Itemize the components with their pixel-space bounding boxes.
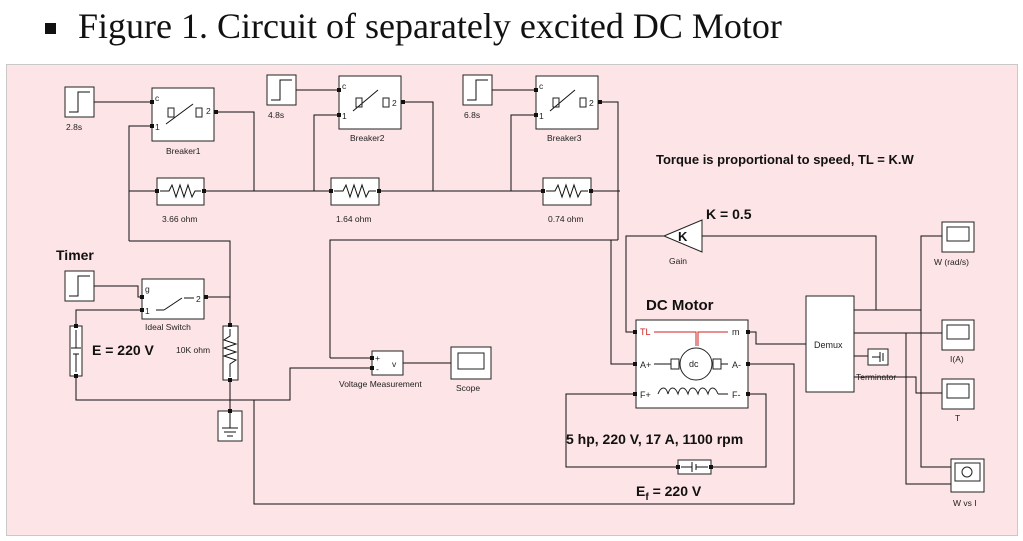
k-value-label: K = 0.5 [706,206,752,222]
resistor-r3[interactable]: 0.74 ohm [541,177,593,224]
dc-source-ef[interactable] [676,459,713,475]
dc-motor-label: DC Motor [646,297,714,314]
ground-icon[interactable] [217,409,243,442]
svg-text:F+: F+ [640,390,651,400]
svg-text:10K ohm: 10K ohm [176,345,210,355]
breaker-1[interactable]: c 1 2 Breaker1 [150,87,218,156]
svg-text:2: 2 [589,98,594,108]
step-block-3[interactable]: 6.8s [462,74,493,120]
svg-text:g: g [145,284,150,294]
svg-text:TL: TL [640,327,651,337]
xy-graph[interactable]: W vs I [950,458,985,508]
step-block-timer[interactable] [64,270,95,302]
svg-text:Scope: Scope [456,383,480,393]
resistor-r1[interactable]: 3.66 ohm [155,177,206,224]
svg-text:1: 1 [342,111,347,121]
svg-text:Voltage Measurement: Voltage Measurement [339,379,422,389]
svg-text:0.74 ohm: 0.74 ohm [548,214,583,224]
svg-text:Ideal Switch: Ideal Switch [145,322,191,332]
svg-text:2: 2 [392,98,397,108]
svg-text:-: - [376,364,379,374]
step-block-2[interactable]: 4.8s [266,74,297,120]
svg-text:v: v [392,359,397,369]
svg-text:I(A): I(A) [950,354,964,364]
bullet-icon [45,22,56,34]
motor-rating-label: 5 hp, 220 V, 17 A, 1100 rpm [566,431,743,447]
scope-i[interactable]: I(A) [941,319,975,364]
figure-heading: Figure 1. Circuit of separately excited … [45,2,782,50]
resistor-10k[interactable]: 10K ohm [176,323,239,382]
svg-text:dc: dc [689,359,699,369]
scope-block[interactable]: Scope [450,346,492,393]
svg-text:1.64 ohm: 1.64 ohm [336,214,371,224]
svg-text:1: 1 [145,306,150,316]
svg-text:+: + [375,353,380,363]
simulink-canvas[interactable]: 2.8s 4.8s 6.8s c 1 2 Breaker1 c 1 2 [6,64,1018,536]
svg-text:A+: A+ [640,360,651,370]
svg-text:Terminator: Terminator [856,372,896,382]
svg-text:c: c [155,93,160,103]
svg-text:F-: F- [732,390,741,400]
svg-text:1: 1 [539,111,544,121]
figure-title: Figure 1. Circuit of separately excited … [78,6,782,46]
svg-text:W (rad/s): W (rad/s) [934,257,969,267]
timer-label: Timer [56,247,94,263]
svg-text:2: 2 [206,106,211,116]
voltage-measurement[interactable]: + - v Voltage Measurement [339,350,422,389]
ideal-switch[interactable]: g 1 2 Ideal Switch [140,278,208,332]
svg-text:K: K [678,229,688,244]
svg-text:1: 1 [155,122,160,132]
step-block-1[interactable]: 2.8s [64,86,95,132]
svg-text:Breaker1: Breaker1 [166,146,201,156]
svg-text:Demux: Demux [814,340,843,350]
scope-t[interactable]: T [941,378,975,423]
gain-block[interactable]: K Gain [662,219,703,266]
svg-text:c: c [342,81,347,91]
breaker-2[interactable]: c 1 2 Breaker2 [337,75,405,143]
breaker-3[interactable]: c 1 2 Breaker3 [534,75,602,143]
svg-text:c: c [539,81,544,91]
svg-text:4.8s: 4.8s [268,110,284,120]
svg-text:A-: A- [732,360,741,370]
torque-note: Torque is proportional to speed, TL = K.… [656,152,914,167]
dc-motor-block[interactable]: TL m A+ A- F+ F- dc [633,319,750,409]
dc-source-e[interactable] [69,324,83,378]
svg-text:2: 2 [196,294,201,304]
supply-voltage-label: E = 220 V [92,342,155,358]
svg-text:m: m [732,327,740,337]
svg-text:6.8s: 6.8s [464,110,480,120]
field-voltage-label: Ef = 220 V [636,483,702,503]
svg-text:Breaker3: Breaker3 [547,133,582,143]
scope-w[interactable]: W (rad/s) [934,221,975,267]
wiring [75,89,951,505]
svg-text:W vs I: W vs I [953,498,977,508]
resistor-r2[interactable]: 1.64 ohm [329,177,381,224]
svg-text:Breaker2: Breaker2 [350,133,385,143]
svg-text:T: T [955,413,960,423]
svg-text:2.8s: 2.8s [66,122,82,132]
svg-text:3.66 ohm: 3.66 ohm [162,214,197,224]
svg-text:Gain: Gain [669,256,687,266]
terminator-block[interactable]: Terminator [856,348,896,382]
demux-block[interactable]: Demux [805,295,855,393]
